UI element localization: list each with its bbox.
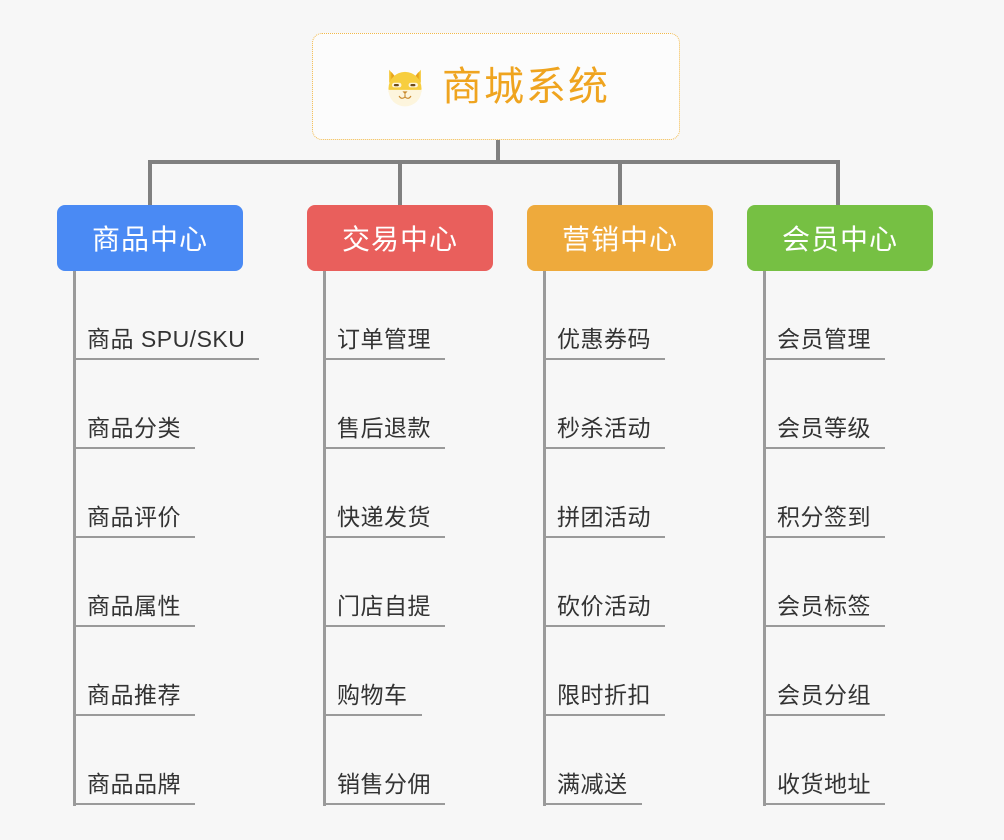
leaf-item[interactable]: 满减送	[527, 716, 665, 805]
leaf-label: 门店自提	[337, 593, 431, 620]
branch-column-4: 会员中心 会员管理 会员等级 积分签到 会员标签 会员分组 收货地址	[747, 205, 933, 806]
leaf-label: 砍价活动	[557, 593, 651, 620]
category-box-2[interactable]: 交易中心	[307, 205, 493, 271]
category-label-3: 营销中心	[561, 224, 678, 255]
branch-trunk-1	[73, 271, 76, 806]
branch-trunk-3	[543, 271, 546, 806]
branch-drop-connector-3	[618, 160, 622, 206]
leaf-label: 收货地址	[777, 771, 871, 798]
category-box-3[interactable]: 营销中心	[527, 205, 713, 271]
leaf-label: 优惠券码	[557, 326, 651, 353]
leaf-item[interactable]: 商品分类	[57, 360, 259, 449]
leaf-list-2: 订单管理 售后退款 快递发货 门店自提 购物车 销售分佣	[307, 271, 445, 805]
root-stem-connector	[496, 140, 500, 164]
leaf-label: 售后退款	[337, 415, 431, 442]
leaf-label: 商品分类	[87, 415, 181, 442]
leaf-label: 商品 SPU/SKU	[87, 326, 246, 353]
leaf-item[interactable]: 商品推荐	[57, 627, 259, 716]
category-label-2: 交易中心	[341, 224, 458, 255]
leaf-item[interactable]: 收货地址	[747, 716, 885, 805]
branch-trunk-4	[763, 271, 766, 806]
leaf-item[interactable]: 会员标签	[747, 538, 885, 627]
leaf-label: 会员等级	[777, 415, 871, 442]
leaf-item[interactable]: 拼团活动	[527, 449, 665, 538]
leaf-item[interactable]: 快递发货	[307, 449, 445, 538]
branch-column-1: 商品中心 商品 SPU/SKU 商品分类 商品评价 商品属性 商品推荐 商品品牌	[57, 205, 260, 806]
leaf-label: 订单管理	[337, 326, 431, 353]
leaf-label: 秒杀活动	[557, 415, 651, 442]
horizontal-bus-connector	[148, 160, 840, 164]
leaf-item[interactable]: 会员分组	[747, 627, 885, 716]
leaf-label: 拼团活动	[557, 504, 651, 531]
leaf-label: 商品评价	[87, 504, 181, 531]
leaf-label: 积分签到	[777, 504, 871, 531]
leaf-item[interactable]: 商品 SPU/SKU	[57, 271, 260, 360]
leaf-label: 满减送	[557, 771, 628, 798]
category-box-1[interactable]: 商品中心	[57, 205, 243, 271]
leaf-list-3: 优惠券码 秒杀活动 拼团活动 砍价活动 限时折扣 满减送	[527, 271, 665, 805]
leaf-item[interactable]: 会员管理	[747, 271, 885, 360]
category-box-4[interactable]: 会员中心	[747, 205, 933, 271]
leaf-label: 快递发货	[337, 504, 431, 531]
leaf-item[interactable]: 商品属性	[57, 538, 259, 627]
leaf-item[interactable]: 砍价活动	[527, 538, 665, 627]
leaf-item[interactable]: 积分签到	[747, 449, 885, 538]
leaf-item[interactable]: 销售分佣	[307, 716, 445, 805]
leaf-item[interactable]: 会员等级	[747, 360, 885, 449]
leaf-label: 会员标签	[777, 593, 871, 620]
leaf-item[interactable]: 商品评价	[57, 449, 259, 538]
branch-trunk-2	[323, 271, 326, 806]
root-node[interactable]: 商城系统	[312, 33, 680, 140]
leaf-item[interactable]: 门店自提	[307, 538, 445, 627]
leaf-item[interactable]: 秒杀活动	[527, 360, 665, 449]
category-label-1: 商品中心	[91, 224, 208, 255]
shiba-dog-icon	[388, 69, 422, 106]
branch-column-3: 营销中心 优惠券码 秒杀活动 拼团活动 砍价活动 限时折扣 满减送	[527, 205, 713, 806]
leaf-label: 限时折扣	[557, 682, 651, 709]
leaf-item[interactable]: 限时折扣	[527, 627, 665, 716]
leaf-list-4: 会员管理 会员等级 积分签到 会员标签 会员分组 收货地址	[747, 271, 885, 805]
leaf-label: 会员分组	[777, 682, 871, 709]
leaf-label: 商品属性	[87, 593, 181, 620]
leaf-item[interactable]: 商品品牌	[57, 716, 259, 805]
leaf-item[interactable]: 售后退款	[307, 360, 445, 449]
leaf-item[interactable]: 优惠券码	[527, 271, 665, 360]
leaf-item[interactable]: 订单管理	[307, 271, 445, 360]
category-label-4: 会员中心	[781, 224, 898, 255]
leaf-label: 会员管理	[777, 326, 871, 353]
leaf-label: 商品推荐	[87, 682, 181, 709]
leaf-list-1: 商品 SPU/SKU 商品分类 商品评价 商品属性 商品推荐 商品品牌	[57, 271, 260, 805]
branch-drop-connector-1	[148, 160, 152, 206]
leaf-label: 商品品牌	[87, 771, 181, 798]
branch-column-2: 交易中心 订单管理 售后退款 快递发货 门店自提 购物车 销售分佣	[307, 205, 493, 806]
branch-drop-connector-2	[398, 160, 402, 206]
leaf-label: 销售分佣	[337, 771, 431, 798]
leaf-item[interactable]: 购物车	[307, 627, 445, 716]
root-label: 商城系统	[442, 64, 610, 109]
leaf-label: 购物车	[337, 682, 408, 709]
branch-drop-connector-4	[836, 160, 840, 206]
